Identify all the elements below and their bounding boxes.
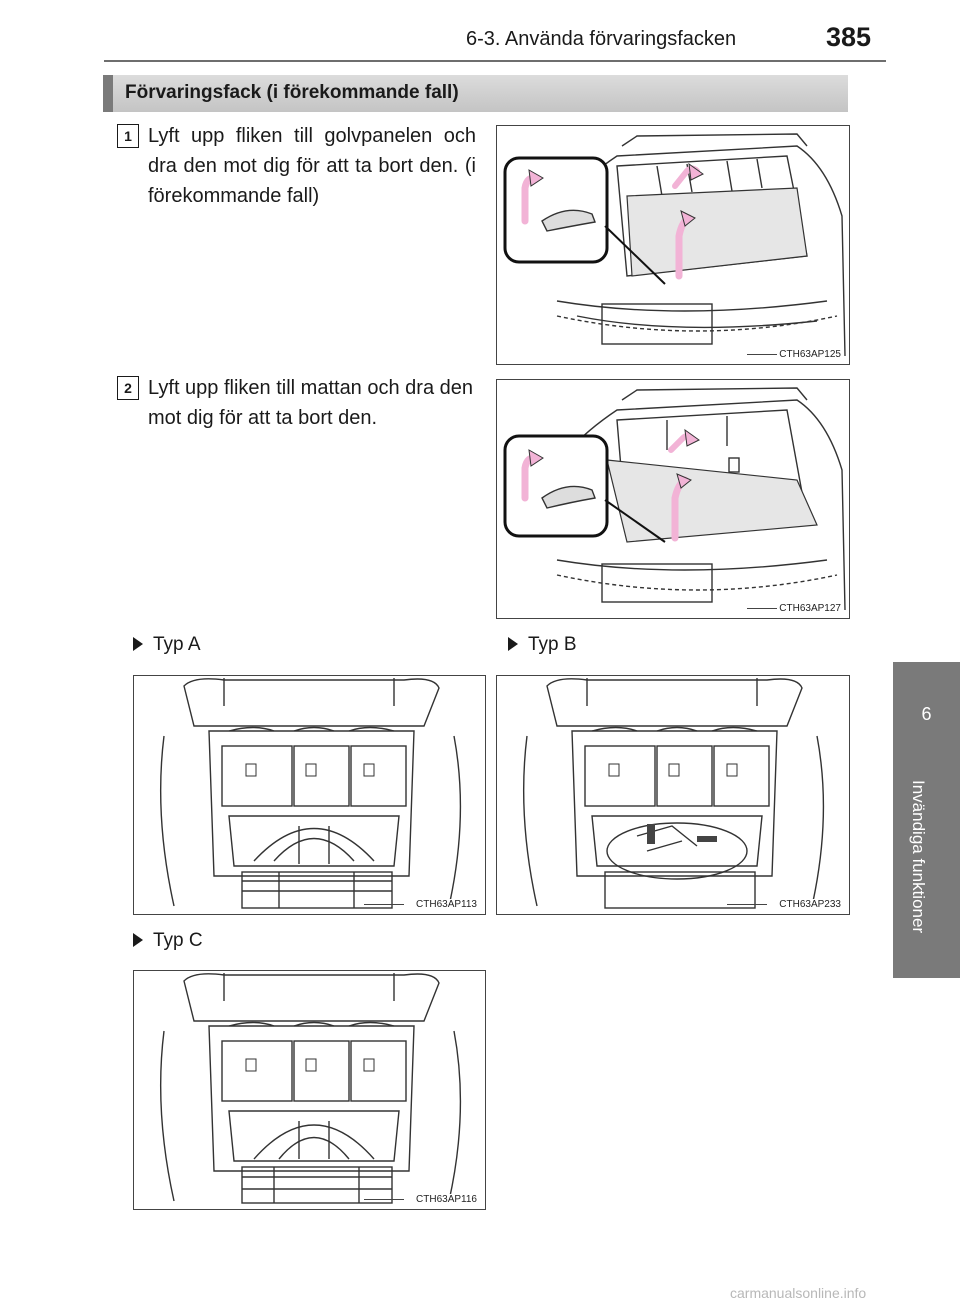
lift-arrow-icon bbox=[521, 428, 700, 542]
figure-step-1: CTH63AP125 bbox=[496, 125, 850, 365]
page-number: 385 bbox=[826, 22, 872, 52]
section-heading-bar: Förvaringsfack (i förekommande fall) bbox=[103, 75, 848, 112]
hatch-carpet-illustration bbox=[503, 387, 846, 611]
figure-code-line bbox=[747, 354, 777, 355]
figure-code: CTH63AP233 bbox=[777, 899, 843, 910]
type-a-label: Typ A bbox=[133, 634, 201, 656]
watermark: carmanualsonline.info bbox=[730, 1285, 867, 1301]
step-1-text: Lyft upp fliken till golvpanelen och dra… bbox=[148, 125, 476, 207]
type-b-label: Typ B bbox=[508, 634, 577, 656]
type-c-label: Typ C bbox=[133, 930, 203, 952]
figure-code-line bbox=[364, 904, 404, 905]
luggage-area-type-c-illustration bbox=[159, 973, 462, 1204]
hatch-floor-panel-illustration bbox=[503, 133, 846, 357]
chapter-title: Invändiga funktioner bbox=[909, 780, 928, 934]
chapter-tab[interactable]: 6 Invändiga funktioner bbox=[893, 662, 960, 978]
figure-type-a: CTH63AP113 bbox=[133, 675, 486, 915]
figure-step-2: CTH63AP127 bbox=[496, 379, 850, 619]
right-triangle-bullet-icon bbox=[133, 933, 143, 947]
figure-code: CTH63AP127 bbox=[777, 603, 843, 614]
figure-type-b: CTH63AP233 bbox=[496, 675, 850, 915]
figure-type-c: CTH63AP116 bbox=[133, 970, 486, 1210]
right-triangle-bullet-icon bbox=[508, 637, 518, 651]
figure-code: CTH63AP116 bbox=[414, 1194, 479, 1205]
luggage-area-type-a-illustration bbox=[159, 678, 462, 909]
step-2-text: Lyft upp fliken till mattan och dra den … bbox=[148, 377, 473, 429]
running-header: 6-3. Använda förvaringsfacken bbox=[466, 28, 737, 50]
luggage-area-type-b-illustration bbox=[522, 678, 825, 909]
right-triangle-bullet-icon bbox=[133, 637, 143, 651]
figure-code-line bbox=[727, 904, 767, 905]
chapter-number: 6 bbox=[921, 704, 932, 724]
figure-code: CTH63AP125 bbox=[777, 349, 843, 360]
section-accent bbox=[103, 75, 113, 112]
step-number-2: 2 bbox=[117, 376, 139, 400]
figure-code-line bbox=[364, 1199, 404, 1200]
figure-code: CTH63AP113 bbox=[414, 899, 479, 910]
step-number-1: 1 bbox=[117, 124, 139, 148]
header-rule bbox=[104, 60, 886, 62]
figure-code-line bbox=[747, 608, 777, 609]
lift-arrow-icon bbox=[521, 162, 704, 280]
section-title: Förvaringsfack (i förekommande fall) bbox=[125, 82, 459, 103]
